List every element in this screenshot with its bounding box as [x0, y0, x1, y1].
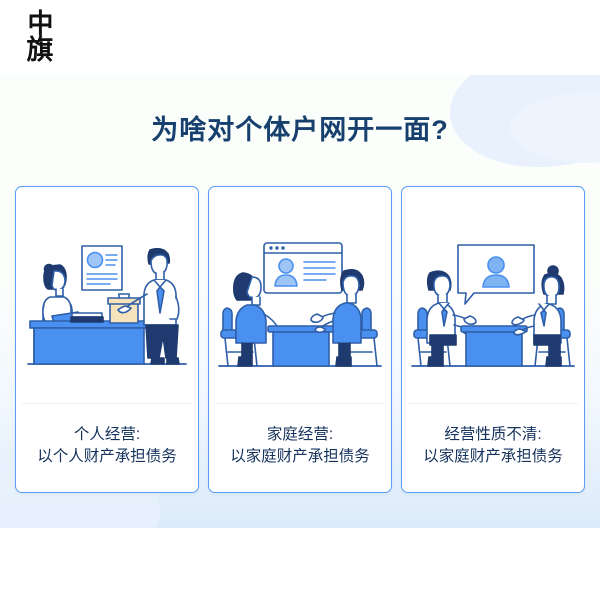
card-divider — [22, 403, 192, 404]
caption-line-1: 家庭经营: — [266, 425, 334, 443]
card-individual-operation[interactable]: 个人经营: 以个人财产承担债务 — [15, 186, 199, 493]
card-caption: 个人经营: 以个人财产承担债务 — [16, 404, 198, 492]
card-divider — [408, 403, 578, 404]
logo-char-zhong: 中 — [27, 8, 53, 40]
card-unclear-nature[interactable]: 经营性质不清: 以家庭财产承担债务 — [401, 186, 585, 493]
office-counter-illustration — [27, 245, 187, 365]
caption-line-2: 以家庭财产承担债务 — [423, 448, 563, 465]
caption-line-1: 经营性质不清: — [444, 425, 542, 443]
card-family-operation[interactable]: 家庭经营: 以家庭财产承担债务 — [208, 186, 392, 493]
card-caption: 家庭经营: 以家庭财产承担债务 — [209, 404, 391, 492]
page-title: 为啥对个体户网开一面? — [151, 115, 449, 145]
meeting-browser-illustration — [218, 242, 382, 367]
page-footer — [0, 528, 600, 600]
illustration-office-counter — [16, 187, 198, 403]
card-caption: 经营性质不清: 以家庭财产承担债务 — [402, 404, 584, 492]
brand-logo: 中 旗 — [12, 6, 68, 70]
page-header: 中 旗 — [0, 0, 600, 75]
logo-char-qi: 旗 — [26, 34, 54, 66]
caption-line-1: 个人经营: — [73, 425, 141, 443]
cards-row: 个人经营: 以个人财产承担债务 — [15, 186, 585, 493]
caption-line-2: 以家庭财产承担债务 — [230, 448, 370, 465]
meeting-speech-illustration — [411, 244, 575, 367]
content-panel: 为啥对个体户网开一面? — [0, 75, 600, 528]
illustration-meeting-browser — [209, 187, 391, 403]
card-divider — [215, 403, 385, 404]
illustration-meeting-speech-bubble — [402, 187, 584, 403]
caption-line-2: 以个人财产承担债务 — [37, 448, 177, 465]
